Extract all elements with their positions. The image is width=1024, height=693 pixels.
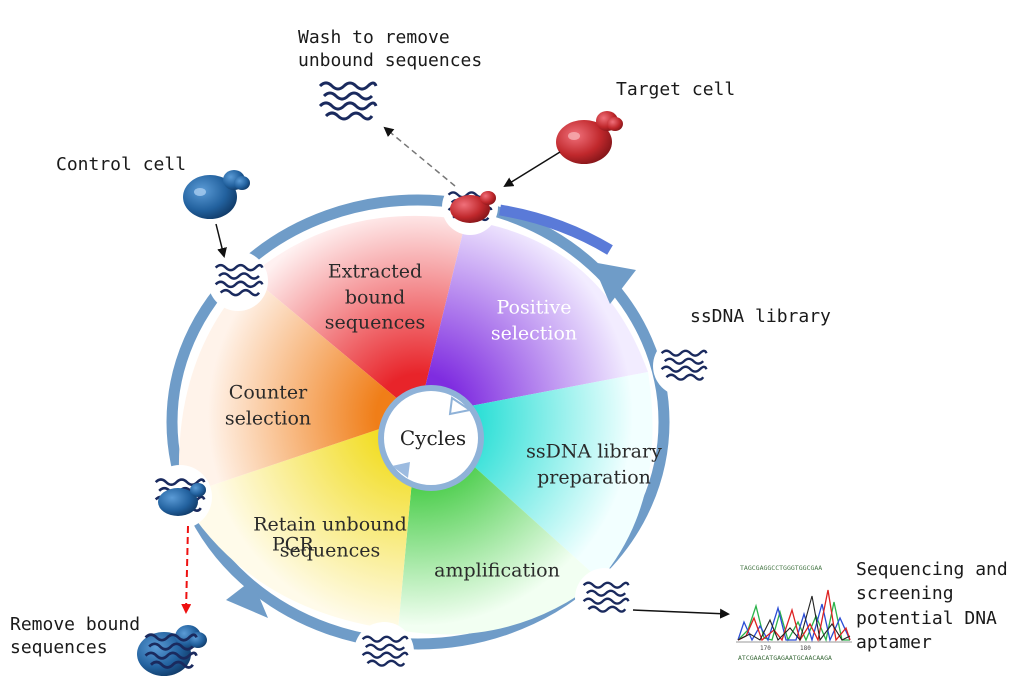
control-cell-bound-icon xyxy=(158,488,198,516)
target-cell-icon xyxy=(556,111,623,164)
ssdna-library-label-line: ssDNA library xyxy=(690,306,831,327)
segment-pcr-label: PCR amplification xyxy=(272,532,572,583)
dna-badge-top xyxy=(442,179,498,235)
sequencing-label: Sequencing and screening potential DNA a… xyxy=(856,558,1008,655)
segment-counter-wedge xyxy=(178,276,418,496)
segment-positive-label: Positive selection xyxy=(491,295,577,346)
segment-extracted-line-2: bound xyxy=(344,286,406,309)
trace-red xyxy=(737,589,851,642)
segment-retain-label: Retain unbound sequences xyxy=(253,512,407,563)
sequencing-label-line-2: screening xyxy=(856,583,954,605)
chromatogram-top-seq: TAGCGAGGCCTGGGTGGCGAA xyxy=(740,564,822,572)
dna-badge-upper-left xyxy=(208,251,268,311)
dna-badge-left xyxy=(148,465,212,529)
arrow-to-sequencing xyxy=(632,608,730,619)
segment-ssdna-prep-label: ssDNA library preparation xyxy=(526,439,662,490)
ssdna-library-label: ssDNA library xyxy=(690,305,831,328)
sequencing-label-line-4: aptamer xyxy=(856,631,932,653)
segment-extracted-wedge xyxy=(250,215,466,416)
remove-bound-label-line-1: Remove bound xyxy=(10,614,141,635)
chromatogram-tick-180: 180 xyxy=(800,645,811,652)
dna-washed-icon xyxy=(318,81,378,121)
dna-badge-bottom-right xyxy=(575,568,635,628)
sequencing-label-line-3: potential DNA xyxy=(856,607,997,629)
remove-bound-label-line-2: sequences xyxy=(10,637,108,659)
sequencing-chromatogram: TAGCGAGGCCTGGGTGGCGAA 170 180 ATCGAACATG… xyxy=(736,564,852,662)
segment-pcr-line-1: PCR xyxy=(272,533,314,556)
target-cell-bound-icon xyxy=(450,195,490,223)
dna-badge-right xyxy=(653,336,713,396)
chromatogram-tick-170: 170 xyxy=(760,645,771,652)
cycles-arrow-top xyxy=(448,396,473,416)
trace-black xyxy=(737,595,851,642)
segment-retain-line-2: sequences xyxy=(279,539,381,561)
target-cell-label: Target cell xyxy=(616,78,735,101)
segment-extracted-line-1: Extracted xyxy=(327,260,423,283)
remove-bound-label: Remove bound sequences xyxy=(10,613,140,660)
chromatogram-bottom-seq: ATCGAACATGAGAATGCAACAAGA xyxy=(738,654,832,662)
sequencing-label-line-1: Sequencing and xyxy=(856,559,1008,580)
wash-label-line-2: unbound sequences xyxy=(298,50,483,72)
ring-arrow-top-right xyxy=(592,262,636,304)
target-cell-label-line: Target cell xyxy=(616,79,736,100)
segment-positive-wedge xyxy=(418,220,648,416)
arrow-wash-out xyxy=(383,126,456,187)
segment-positive-line-1: Positive xyxy=(496,296,572,319)
ring-arrow-bottom-left xyxy=(226,580,268,618)
segment-positive-line-2: selection xyxy=(490,322,578,344)
segment-counter-label: Counter selection xyxy=(225,380,311,431)
arrow-remove-bound xyxy=(181,525,192,614)
wash-label: Wash to remove unbound sequences xyxy=(298,26,482,73)
cycles-arrow-bottom xyxy=(392,462,410,478)
control-cell-label: Control cell xyxy=(56,153,186,176)
arrow-target-to-ring xyxy=(503,151,561,188)
segment-counter-line-1: Counter xyxy=(228,381,308,404)
segment-pcr-line-2: amplification xyxy=(434,559,560,581)
segment-extracted-line-3: sequences xyxy=(324,311,426,334)
ring-overlap-top xyxy=(499,204,613,255)
trace-blue xyxy=(737,603,851,643)
segment-retain-wedge xyxy=(180,416,418,630)
segment-extracted-label: Extracted bound sequences xyxy=(325,260,426,337)
segment-ssdna-prep-line-1: ssDNA library xyxy=(526,440,662,463)
cycle-ring xyxy=(166,194,670,650)
segment-ssdna-prep-line-2: preparation xyxy=(537,466,651,488)
removed-bound-cell-icon xyxy=(137,625,207,676)
cycles-label: Cycles xyxy=(400,426,466,450)
segment-counter-line-2: selection xyxy=(224,407,312,429)
control-cell-label-line: Control cell xyxy=(56,154,187,175)
dna-badge-bottom xyxy=(354,622,414,682)
control-cell-icon xyxy=(183,170,250,219)
arrow-control-to-ring xyxy=(215,223,227,258)
wash-label-line-1: Wash to remove xyxy=(298,27,450,48)
segment-retain-line-1: Retain unbound xyxy=(253,513,407,536)
